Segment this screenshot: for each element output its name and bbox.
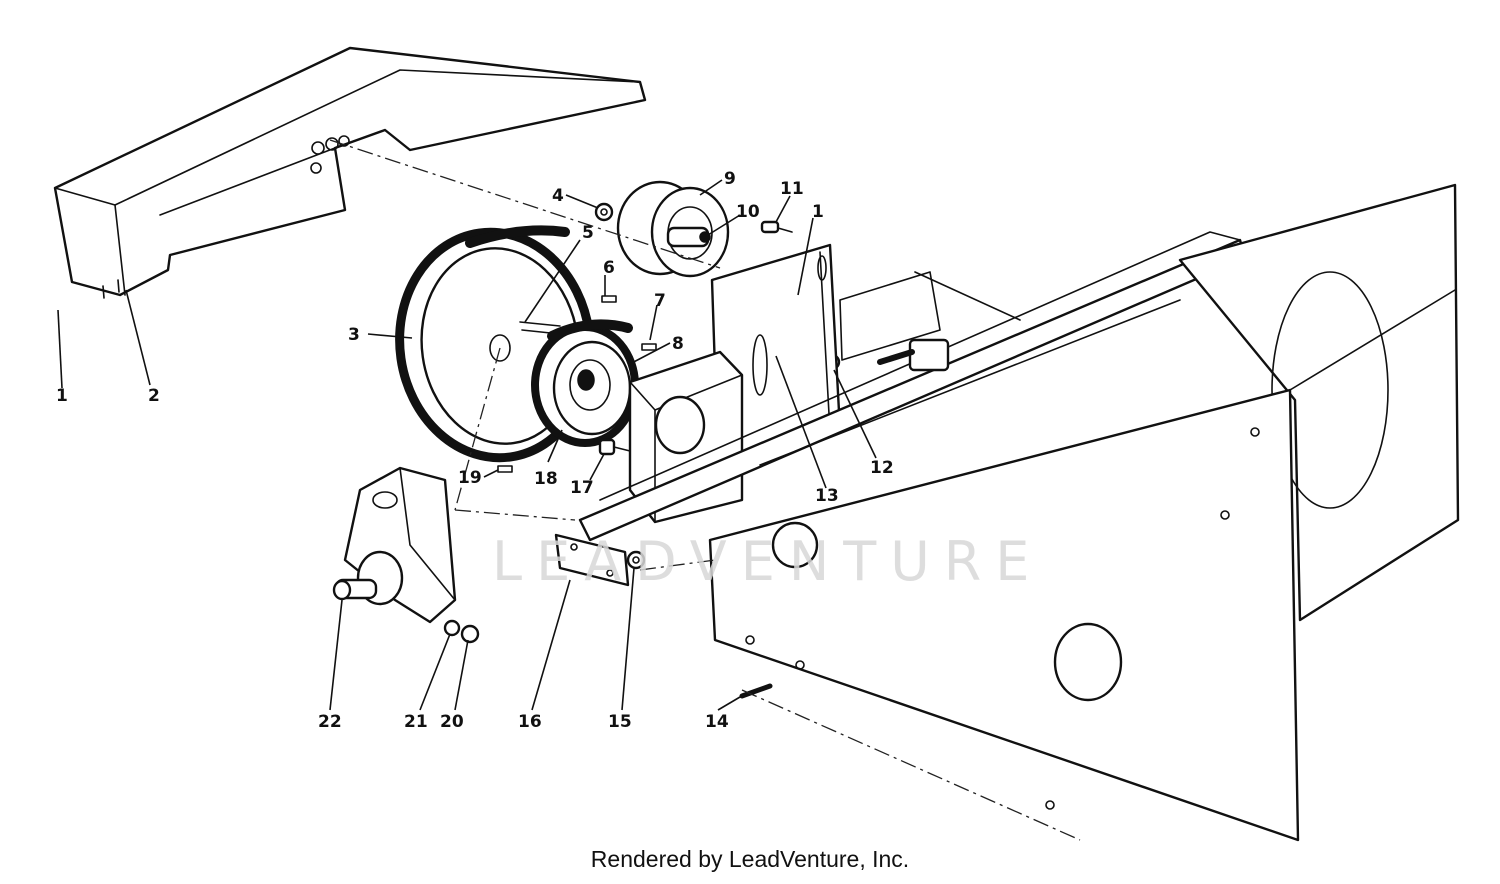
callout-1-bolt-upper: 1: [812, 202, 824, 222]
callout-5: 5: [582, 223, 594, 243]
callout-17: 17: [570, 478, 594, 498]
belt-cover: [53, 46, 647, 299]
callout-16: 16: [518, 712, 542, 732]
footer-credit: Rendered by LeadVenture, Inc.: [590, 846, 910, 872]
auger-housing: [708, 183, 1460, 842]
drive-pulley: [531, 319, 639, 447]
callout-7: 7: [654, 291, 666, 311]
callout-labels: 1 2 3 4 5 6 7 8 9 10 11 1 12 13 14 15 16…: [56, 169, 894, 732]
assembly-axis-lines: [329, 139, 1081, 841]
callout-4-nut: 4: [552, 186, 564, 206]
callout-21: 21: [404, 712, 428, 732]
callout-8: 8: [672, 334, 684, 354]
callout-2-belt-cover: 2: [148, 386, 160, 406]
gearbox-housing: [332, 466, 480, 644]
callout-14: 14: [705, 712, 729, 732]
callout-15: 15: [608, 712, 632, 732]
leader-lines: [57, 179, 877, 711]
callout-18-drive-pulley: 18: [534, 469, 558, 489]
callout-19: 19: [458, 468, 482, 488]
callout-1-bolt: 1: [56, 386, 68, 406]
callout-11-screw: 11: [780, 179, 804, 199]
callout-10: 10: [736, 202, 760, 222]
watermark: LEADVENTURE: [492, 530, 1043, 593]
callout-20: 20: [440, 712, 464, 732]
callout-12: 12: [870, 458, 894, 478]
callout-3-large-pulley: 3: [348, 325, 360, 345]
callout-13: 13: [815, 486, 839, 506]
idler-pulley: [616, 180, 730, 278]
callout-6: 6: [603, 258, 615, 278]
callout-9-idler-pulley: 9: [724, 169, 736, 189]
callout-22-gearbox: 22: [318, 712, 342, 732]
flange-plate: [554, 533, 646, 587]
